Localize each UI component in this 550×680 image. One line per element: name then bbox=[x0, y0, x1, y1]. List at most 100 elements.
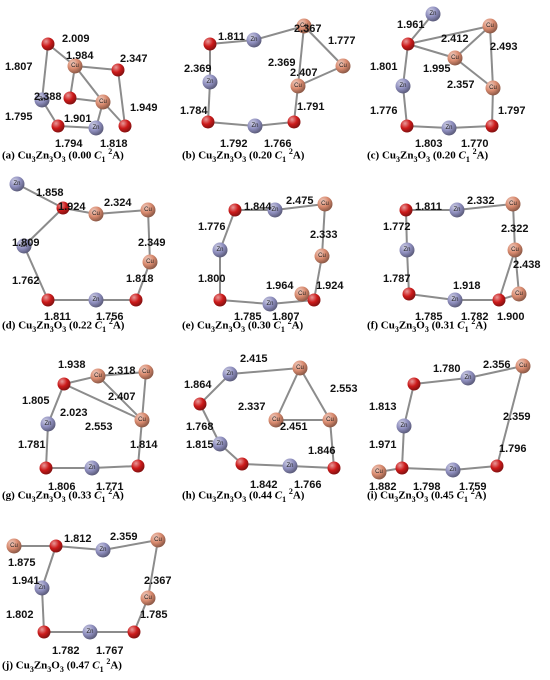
formula-subscript: 3 bbox=[62, 325, 67, 334]
bond-length-label-c-5: 2.357 bbox=[447, 79, 475, 91]
bond-f-7 bbox=[408, 293, 456, 301]
atom-o-d-1 bbox=[56, 201, 70, 215]
formula-subscript: 3 bbox=[49, 325, 54, 334]
formula-element: O bbox=[233, 149, 243, 162]
bond-length-label-i-6: 1.882 bbox=[369, 481, 397, 493]
bond-length-label-b-8: 1.792 bbox=[220, 138, 248, 150]
atom-zn-h-7 bbox=[282, 458, 298, 474]
bond-length-label-d-3: 1.809 bbox=[12, 237, 40, 249]
relative-energy: (0.45 bbox=[428, 489, 457, 502]
atom-zn-a-6 bbox=[88, 120, 104, 136]
formula-element: Cu bbox=[18, 319, 33, 332]
atom-zn-e-7 bbox=[262, 296, 278, 312]
bond-length-label-b-9: 1.766 bbox=[264, 138, 292, 150]
formula-element: Zn bbox=[398, 319, 413, 332]
formula-subscript: 3 bbox=[424, 495, 429, 504]
structure-caption-f: (f) Cu3Zn3O3 (0.31 C1 2A) bbox=[367, 317, 487, 334]
atom-o-c-1 bbox=[401, 37, 415, 51]
bond-length-label-f-0: 1.811 bbox=[415, 201, 442, 213]
structure-caption-e: (e) Cu3Zn3O3 (0.30 C1 2A) bbox=[182, 317, 303, 334]
bond-length-label-c-4: 1.995 bbox=[423, 63, 451, 75]
structure-caption-j: (j) Cu3Zn3O3 (0.47 C1 2A) bbox=[2, 657, 122, 674]
bond-length-label-f-9: 1.900 bbox=[497, 311, 525, 323]
formula-element: Zn bbox=[216, 149, 230, 162]
bond-length-label-b-5: 2.407 bbox=[290, 67, 318, 79]
bond-e-1 bbox=[274, 203, 326, 211]
caption-letter: (h) bbox=[182, 489, 199, 502]
bond-length-label-j-4: 2.367 bbox=[144, 575, 172, 587]
bond-f-5 bbox=[498, 249, 516, 301]
bond-j-4 bbox=[147, 539, 159, 599]
formula-element: Zn bbox=[216, 489, 230, 502]
bond-h-7 bbox=[241, 463, 291, 467]
spin-multiplicity: 2 bbox=[108, 317, 113, 327]
formula-element: Cu bbox=[381, 149, 397, 162]
bond-length-label-g-4: 2.023 bbox=[60, 407, 88, 419]
bond-length-label-c-8: 1.803 bbox=[415, 138, 443, 150]
atom-o-i-4 bbox=[395, 461, 409, 475]
bond-d-3 bbox=[23, 207, 64, 247]
spin-multiplicity: 2 bbox=[470, 487, 475, 497]
atom-cu-f-2 bbox=[505, 196, 521, 212]
atom-symbol-a-8: Zn bbox=[38, 97, 45, 103]
formula-subscript: 3 bbox=[426, 155, 431, 164]
bond-e-3 bbox=[321, 203, 326, 257]
electronic-state: A) bbox=[292, 489, 305, 502]
bond-length-label-b-2: 2.369 bbox=[268, 57, 296, 69]
formula-element: Zn bbox=[35, 149, 50, 162]
atom-symbol-j-7: Zn bbox=[86, 629, 93, 635]
atom-cu-a-1 bbox=[67, 58, 83, 74]
atom-cu-g-1 bbox=[90, 368, 106, 384]
atom-zn-j-7 bbox=[82, 624, 98, 640]
bond-length-label-b-0: 1.811 bbox=[218, 31, 245, 43]
bond-length-label-i-1: 2.356 bbox=[483, 359, 511, 371]
bond-length-label-e-0: 1.844 bbox=[244, 201, 272, 213]
bond-length-label-j-7: 1.782 bbox=[52, 645, 80, 657]
atom-o-b-7 bbox=[201, 115, 215, 129]
bond-length-label-f-3: 2.322 bbox=[501, 223, 529, 235]
bond-i-1 bbox=[467, 365, 524, 379]
point-group-subscript: 1 bbox=[464, 325, 469, 334]
atom-cu-h-4 bbox=[322, 412, 338, 428]
point-group: C bbox=[274, 149, 283, 162]
formula-subscript: 3 bbox=[394, 495, 399, 504]
formula-element: O bbox=[416, 319, 425, 332]
caption-letter: (f) bbox=[367, 319, 381, 332]
bond-i-0 bbox=[413, 377, 469, 385]
atom-cu-g-4 bbox=[134, 412, 150, 428]
bond-length-label-c-9: 1.770 bbox=[461, 138, 489, 150]
spin-multiplicity: 2 bbox=[471, 317, 476, 327]
bond-length-label-d-0: 1.858 bbox=[36, 187, 64, 199]
bond-h-9 bbox=[329, 419, 335, 469]
caption-letter: (e) bbox=[182, 319, 197, 332]
bond-length-label-e-2: 1.776 bbox=[198, 221, 226, 233]
bond-d-5 bbox=[23, 245, 49, 301]
bond-a-2 bbox=[41, 43, 49, 101]
point-group: C bbox=[273, 319, 281, 332]
bond-length-label-h-8: 1.842 bbox=[250, 479, 278, 491]
atom-symbol-h-5: Zn bbox=[216, 441, 223, 447]
relative-energy: (0.00 bbox=[65, 149, 95, 162]
bond-j-2 bbox=[102, 539, 159, 551]
atom-symbol-c-3: Cu bbox=[486, 23, 494, 29]
bond-h-0 bbox=[229, 367, 301, 375]
electronic-state: A) bbox=[475, 319, 487, 332]
structure-caption-c: (c) Cu3Zn3O3 (0.20 C1 2A) bbox=[367, 147, 488, 164]
bond-length-label-i-8: 1.759 bbox=[459, 481, 487, 493]
atom-cu-e-5 bbox=[294, 286, 310, 302]
atom-symbol-i-5: Cu bbox=[375, 469, 383, 475]
point-group-subscript: 1 bbox=[99, 665, 104, 674]
bond-b-2 bbox=[297, 25, 305, 87]
atom-zn-b-8 bbox=[202, 74, 218, 90]
atom-cu-j-3 bbox=[150, 532, 166, 548]
atom-zn-d-7 bbox=[88, 292, 104, 308]
formula-subscript: 3 bbox=[394, 325, 399, 334]
atom-symbol-c-2: Cu bbox=[451, 55, 459, 61]
atom-symbol-d-0: Zn bbox=[13, 181, 20, 187]
atom-zn-f-3 bbox=[399, 242, 415, 258]
bond-length-label-f-1: 2.332 bbox=[467, 195, 495, 207]
formula-subscript: 3 bbox=[49, 495, 54, 504]
